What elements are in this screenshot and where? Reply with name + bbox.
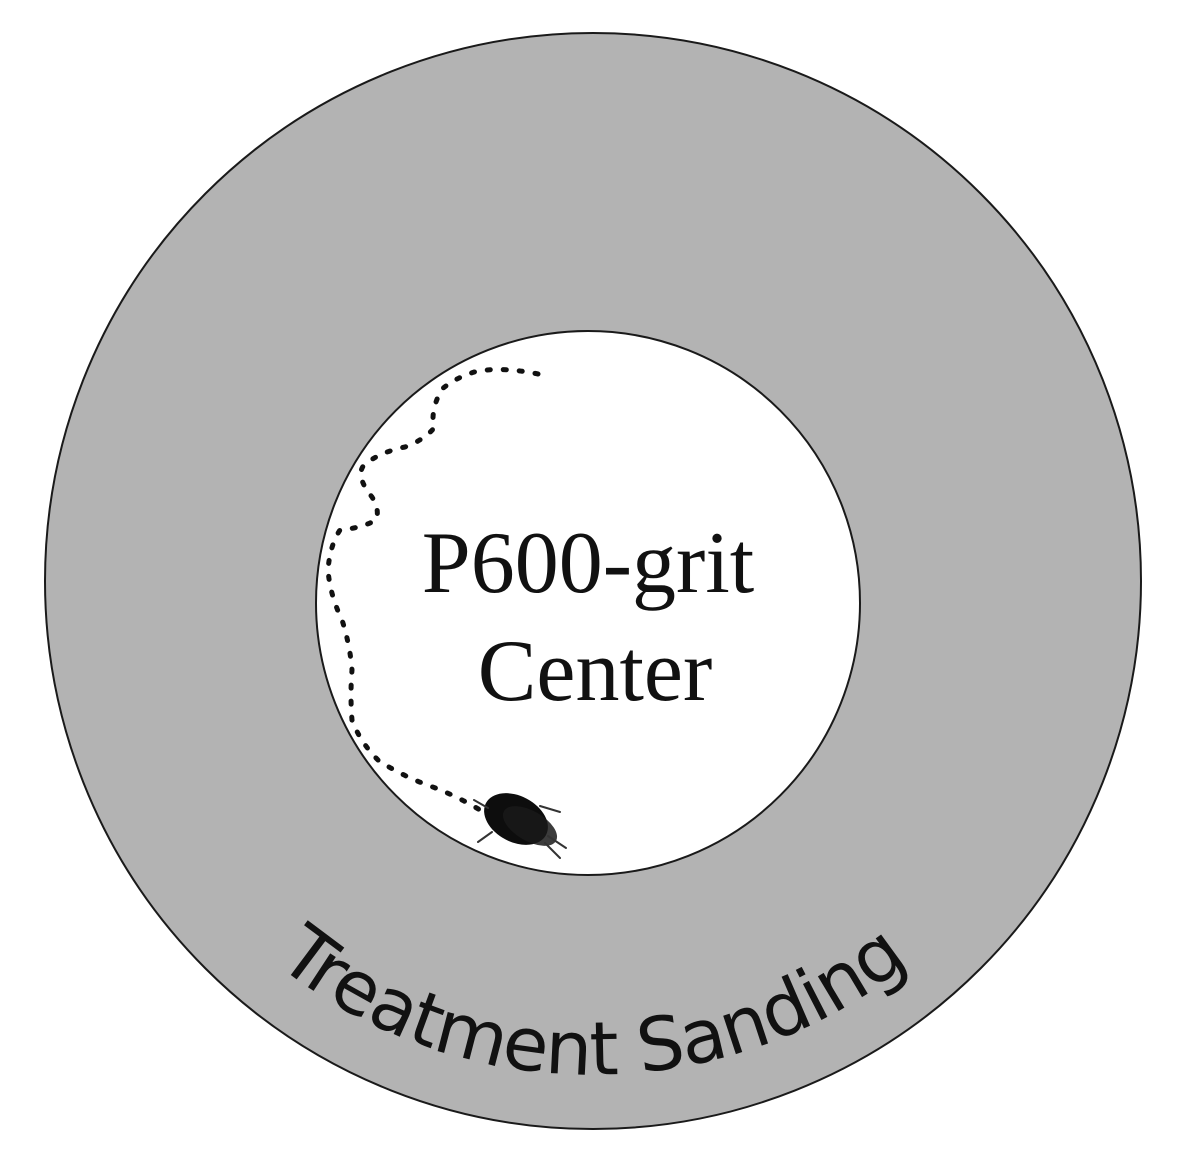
center-label-line1: P600-grit <box>422 515 754 612</box>
inner-center-circle <box>315 330 861 876</box>
center-label-line2: Center <box>478 623 713 720</box>
insect-icon <box>473 793 567 859</box>
